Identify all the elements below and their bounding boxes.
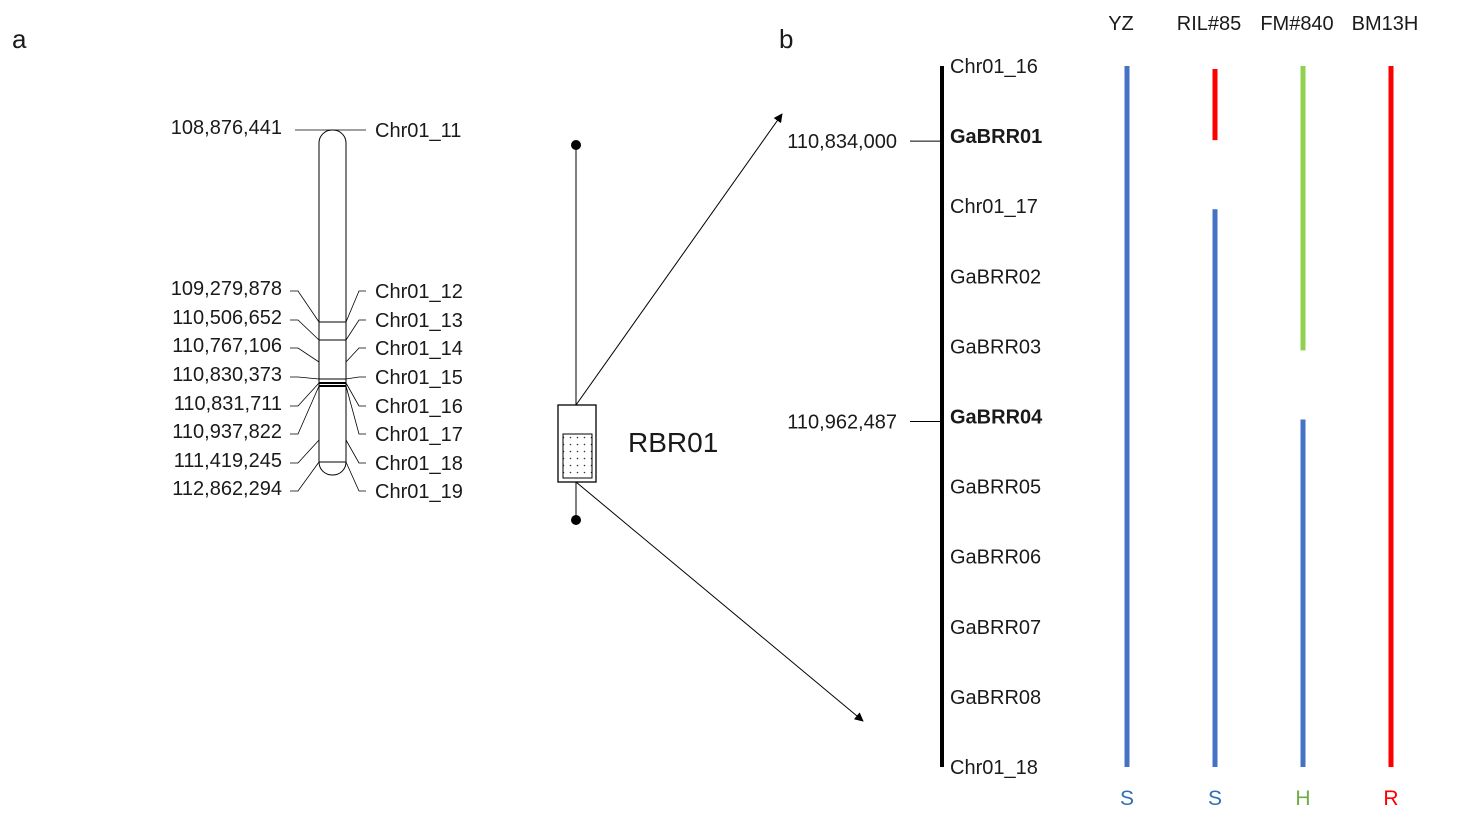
panel-b-marker-name: Chr01_16: [950, 56, 1038, 78]
marker-connector: [290, 439, 320, 464]
panel-b-marker-name: GaBRR08: [950, 687, 1041, 709]
chromosome-ideogram: [318, 129, 347, 476]
panel-a-position: 110,831,711: [174, 393, 282, 415]
panel-b-marker-name: GaBRR04: [950, 407, 1043, 429]
panel-a-position: 108,876,441: [171, 117, 282, 139]
panel-a-marker-name: Chr01_14: [375, 338, 463, 360]
genotype-header: RIL#85: [1177, 13, 1242, 35]
marker-connector: [290, 461, 320, 492]
panel-b-marker-name: GaBRR03: [950, 336, 1041, 358]
panel-a-marker-name: Chr01_18: [375, 453, 463, 475]
marker-connector: [345, 319, 366, 341]
panel-a-marker-name: Chr01_15: [375, 367, 463, 389]
marker-connector: [345, 439, 366, 464]
panel-a-marker-name: Chr01_17: [375, 424, 463, 446]
panel-a-position: 111,419,245: [174, 450, 282, 472]
marker-connector: [345, 382, 366, 407]
panel-b-marker-name: GaBRR07: [950, 617, 1041, 639]
genotype-header: FM#840: [1260, 13, 1333, 35]
panel-a-label: a: [12, 24, 27, 54]
panel-b-marker-name: GaBRR01: [950, 126, 1042, 148]
marker-connector: [345, 376, 366, 380]
marker-connector: [290, 319, 320, 341]
phenotype-score: S: [1120, 787, 1134, 810]
genotype-header: YZ: [1108, 13, 1134, 35]
marker-connector: [345, 385, 366, 435]
genotype-header: BM13H: [1352, 13, 1419, 35]
marker-connector: [290, 382, 320, 407]
marker-connector: [290, 347, 320, 363]
panel-b-physical-position: 110,962,487: [787, 412, 897, 434]
marker-connector: [290, 376, 320, 380]
panel-a-position: 110,937,822: [172, 421, 282, 443]
rbr01-region-glyph: [557, 140, 597, 525]
panel-a-position: 109,279,878: [171, 278, 282, 300]
panel-a-marker-name: Chr01_13: [375, 310, 463, 332]
panel-a-marker-name: Chr01_16: [375, 396, 463, 418]
phenotype-score: H: [1295, 787, 1310, 810]
panel-a-position: 110,767,106: [172, 335, 282, 357]
panel-a-marker-name: Chr01_19: [375, 481, 463, 503]
panel-a-position: 112,862,294: [172, 478, 282, 500]
panel-b-marker-name: GaBRR06: [950, 547, 1041, 569]
panel-b-marker-name: Chr01_18: [950, 757, 1038, 779]
panel-a-position: 110,506,652: [172, 307, 282, 329]
panel-a-position: 110,830,373: [172, 364, 282, 386]
panel-a-marker-map: 108,876,441 Chr01_11 109,279,878 Chr01_12 11…: [171, 117, 463, 503]
marker-connector: [290, 385, 320, 435]
marker-connector: [345, 290, 366, 323]
panel-b-label: b: [779, 24, 793, 54]
phenotype-score: S: [1208, 787, 1222, 810]
zoom-arrow-bottom: [575, 481, 864, 722]
marker-connector: [290, 290, 320, 323]
panel-b-marker-name: GaBRR02: [950, 266, 1041, 288]
panel-b-marker-name: GaBRR05: [950, 477, 1041, 499]
rbr01-label: RBR01: [628, 427, 718, 458]
phenotype-score: R: [1383, 787, 1398, 810]
panel-b-marker-name: Chr01_17: [950, 196, 1038, 218]
panel-a-marker-name: Chr01_11: [375, 120, 461, 142]
zoom-arrow-top: [575, 113, 783, 406]
panel-b-physical-position: 110,834,000: [787, 131, 897, 153]
panel-a-marker-name: Chr01_12: [375, 281, 463, 303]
marker-connector: [345, 347, 366, 363]
marker-connector: [345, 461, 366, 492]
